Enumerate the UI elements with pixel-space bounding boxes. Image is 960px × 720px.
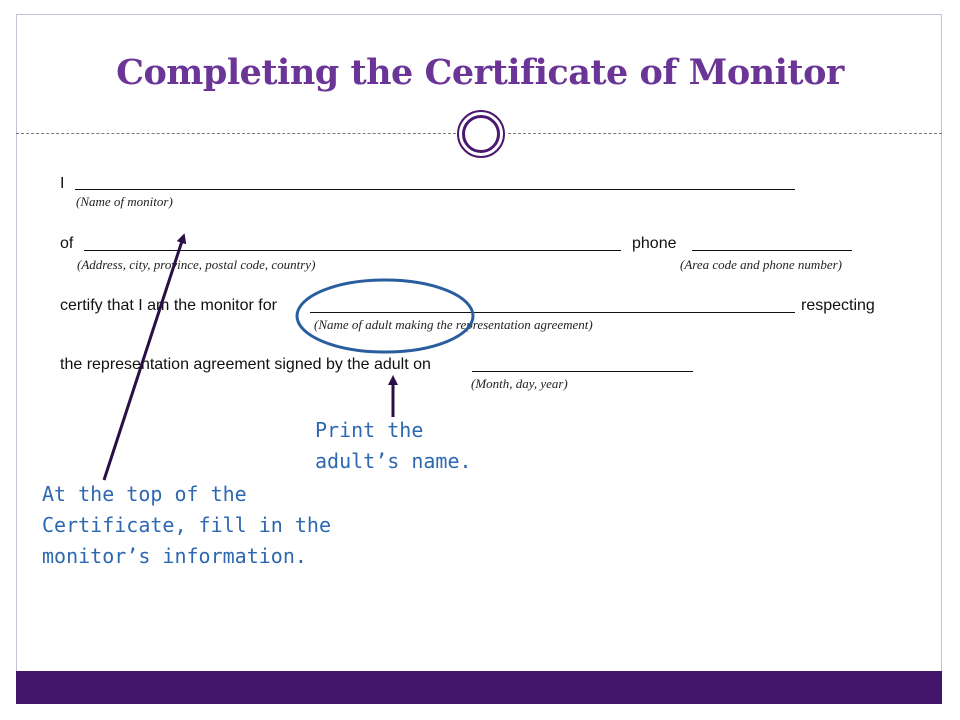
agreement-date-rule xyxy=(472,371,693,372)
form-line2-lead: of xyxy=(60,235,74,252)
phone-rule xyxy=(692,250,852,251)
monitor-info-note-line2: Certificate, fill in the xyxy=(42,513,331,537)
agreement-date-hint: (Month, day, year) xyxy=(471,376,568,391)
address-rule xyxy=(84,250,621,251)
form-line4-lead: the representation agreement signed by t… xyxy=(60,356,431,373)
monitor-info-note: At the top of the Certificate, fill in t… xyxy=(42,479,331,572)
form-line3-lead: certify that I am the monitor for xyxy=(60,297,277,314)
double-ring-ornament-icon xyxy=(457,110,505,158)
adult-name-hint: (Name of adult making the representation… xyxy=(314,317,593,332)
form-line3-trail: respecting xyxy=(801,297,875,314)
monitor-info-note-line3: monitor’s information. xyxy=(42,544,307,568)
form-line1-lead: I xyxy=(60,175,65,192)
adult-name-rule xyxy=(310,312,795,313)
phone-hint: (Area code and phone number) xyxy=(680,257,842,272)
address-hint: (Address, city, province, postal code, c… xyxy=(77,257,316,272)
monitor-info-note-line1: At the top of the xyxy=(42,482,247,506)
footer-bar xyxy=(16,671,942,704)
ornament-inner-ring xyxy=(462,115,500,153)
adult-name-note-line1: Print the xyxy=(315,418,424,442)
phone-label: phone xyxy=(632,235,677,252)
adult-name-note: Print the adult’s name. xyxy=(315,415,472,477)
adult-name-note-line2: adult’s name. xyxy=(315,449,472,473)
monitor-name-hint: (Name of monitor) xyxy=(76,194,173,209)
monitor-name-rule xyxy=(75,189,795,190)
slide-title: Completing the Certificate of Monitor xyxy=(116,52,844,93)
title-divider-right xyxy=(508,133,942,134)
title-divider-left xyxy=(16,133,456,134)
